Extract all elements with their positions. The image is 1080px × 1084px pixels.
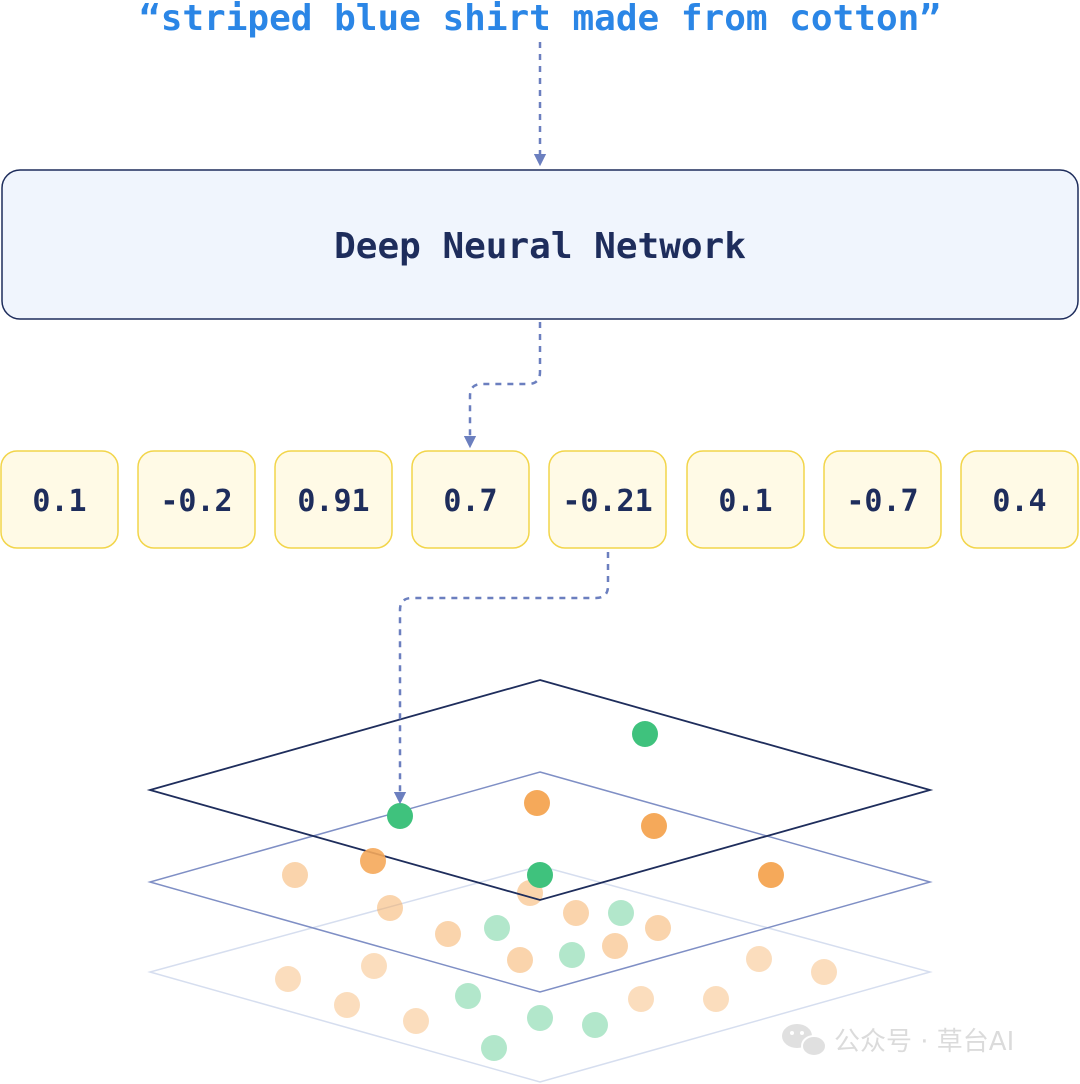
vector-cell: -0.2: [137, 450, 256, 549]
point-green: [481, 1035, 507, 1061]
point-orange: [524, 790, 550, 816]
vector-value: -0.21: [562, 484, 652, 519]
neural-network-box: Deep Neural Network: [1, 169, 1079, 320]
embedding-plane-top: [146, 679, 934, 901]
point-orange: [361, 953, 387, 979]
vector-value: 0.4: [992, 484, 1046, 519]
wechat-icon: [782, 1024, 827, 1057]
point-green: [527, 862, 553, 888]
vector-value: 0.1: [32, 484, 86, 519]
vector-value: -0.7: [846, 484, 918, 519]
arrow-network-to-vector: [463, 322, 542, 449]
watermark-text: 公众号 · 草台AI: [834, 1027, 1014, 1057]
embedding-vector: 0.1 -0.2 0.91 0.7 -0.21 0.1 -0.7 0.4: [0, 450, 1079, 549]
point-orange: [602, 933, 628, 959]
vector-value: 0.91: [297, 484, 369, 519]
point-orange: [758, 862, 784, 888]
vector-cell: 0.4: [960, 450, 1079, 549]
network-label: Deep Neural Network: [334, 226, 746, 267]
vector-cell: -0.7: [823, 450, 942, 549]
point-orange: [563, 900, 589, 926]
embedding-plane-bottom: [147, 865, 933, 1083]
point-orange: [628, 986, 654, 1012]
point-orange: [746, 946, 772, 972]
point-green: [455, 983, 481, 1009]
vector-value: 0.7: [443, 484, 497, 519]
point-orange: [435, 921, 461, 947]
point-orange: [641, 813, 667, 839]
point-orange: [403, 1008, 429, 1034]
point-orange: [377, 895, 403, 921]
watermark: 公众号 · 草台AI: [782, 1024, 1014, 1057]
point-green: [632, 721, 658, 747]
point-green: [559, 942, 585, 968]
network-box-frame: [1, 169, 1079, 320]
point-orange: [360, 848, 386, 874]
point-orange: [507, 947, 533, 973]
vector-cell: -0.21: [548, 450, 667, 549]
vector-value: 0.1: [718, 484, 772, 519]
vector-cell: 0.1: [686, 450, 805, 549]
vector-cell: 0.91: [274, 450, 393, 549]
point-orange: [282, 862, 308, 888]
vector-value: -0.2: [160, 484, 232, 519]
point-green: [608, 900, 634, 926]
vector-cell: 0.7: [411, 450, 530, 549]
point-orange: [275, 966, 301, 992]
point-orange: [334, 992, 360, 1018]
point-green: [582, 1012, 608, 1038]
arrow-vector-to-space: [393, 552, 610, 805]
point-green: [484, 915, 510, 941]
point-green: [387, 803, 413, 829]
point-green: [527, 1005, 553, 1031]
query-text: “striped blue shirt made from cotton”: [139, 0, 941, 39]
embedding-plane-middle: [147, 771, 933, 993]
point-orange: [645, 915, 671, 941]
point-orange: [811, 959, 837, 985]
vector-cell: 0.1: [0, 450, 119, 549]
point-orange: [703, 986, 729, 1012]
